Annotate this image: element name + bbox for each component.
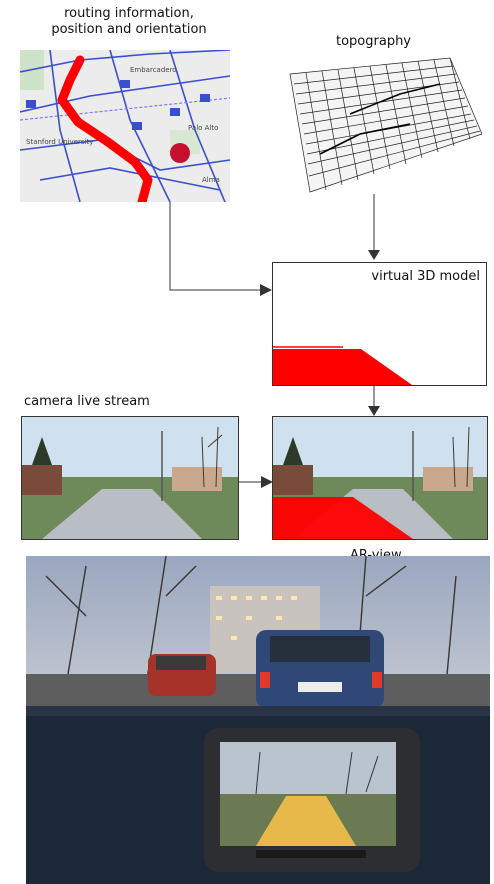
arrow-topography-to-model: [366, 194, 382, 260]
routing-map: Stanford University Palo Alto Embarcader…: [20, 50, 230, 202]
camera-frame: [21, 416, 239, 540]
virtual-model-label: virtual 3D model: [371, 269, 480, 284]
in-car-photo: [26, 556, 490, 884]
camera-label: camera live stream: [24, 394, 150, 409]
arrow-map-to-model: [162, 202, 272, 296]
routing-label: routing information, position and orient…: [51, 6, 207, 37]
virtual-model-box: virtual 3D model: [272, 262, 487, 386]
topography-label: topography: [336, 34, 412, 49]
arrow-camera-to-ar: [239, 474, 273, 490]
ar-frame: [272, 416, 488, 540]
map-label-embarcadero: Embarcadero: [130, 66, 177, 74]
topography-mesh: [250, 54, 490, 194]
map-label-alma: Alma: [202, 176, 220, 184]
map-label-stanford: Stanford University: [26, 138, 93, 146]
map-label-palo-alto: Palo Alto: [188, 124, 218, 132]
arrow-model-to-ar: [366, 386, 382, 418]
